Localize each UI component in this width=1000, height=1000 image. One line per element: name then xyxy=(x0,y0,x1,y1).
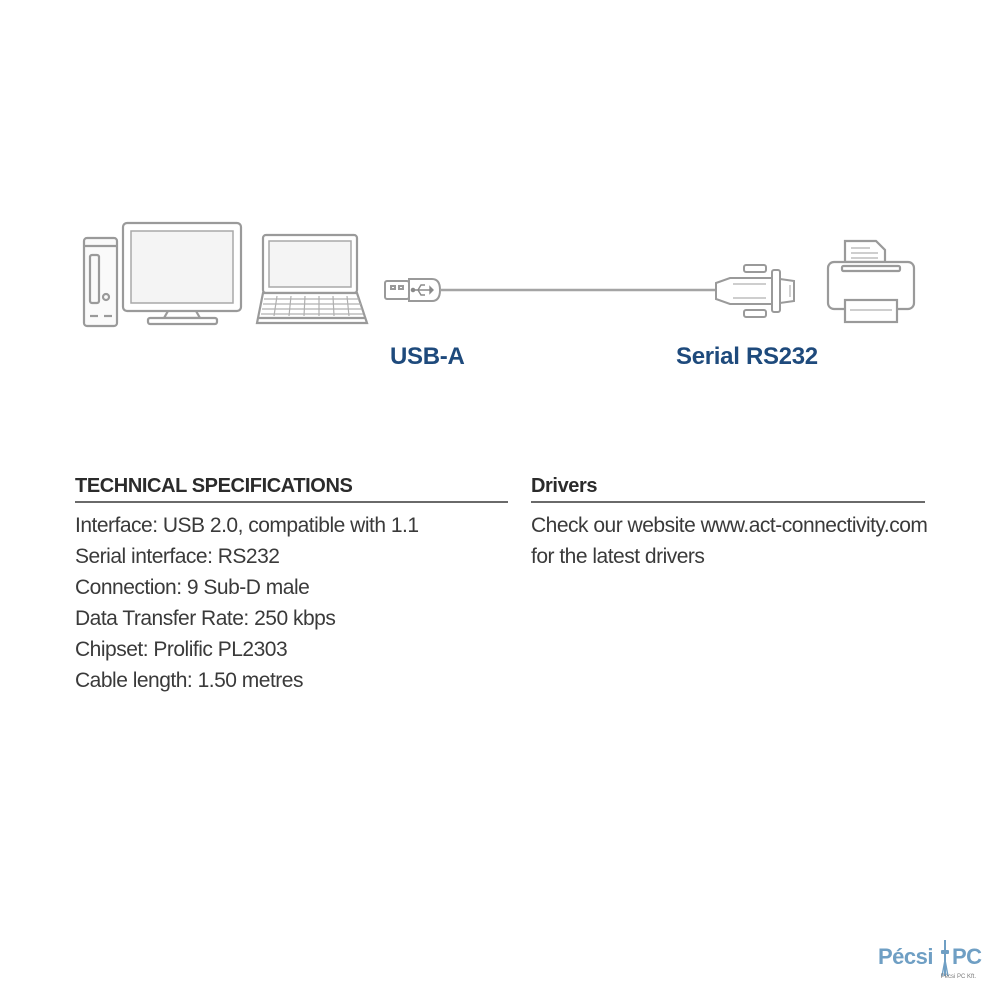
laptop-icon xyxy=(255,233,369,325)
spec-line: Data Transfer Rate: 250 kbps xyxy=(75,607,336,630)
drivers-line: Check our website www.act-connectivity.c… xyxy=(531,514,928,537)
connection-diagram: USB-A Serial RS232 xyxy=(0,0,1000,400)
tv-tower-icon xyxy=(941,940,949,976)
monitor-icon xyxy=(121,221,243,326)
db9-connector-icon xyxy=(715,264,795,318)
specs-heading: TECHNICAL SPECIFICATIONS xyxy=(75,473,508,503)
pecsi-pc-watermark-logo: Pécsi PC Pécsi PC Kft. xyxy=(878,940,982,988)
printer-icon xyxy=(826,239,916,324)
usb-a-label: USB-A xyxy=(390,343,465,370)
spec-line: Cable length: 1.50 metres xyxy=(75,669,303,692)
drivers-line: for the latest drivers xyxy=(531,545,705,568)
serial-rs232-label: Serial RS232 xyxy=(676,343,818,370)
specs-list: Interface: USB 2.0, compatible with 1.1 … xyxy=(75,510,508,696)
spec-line: Connection: 9 Sub-D male xyxy=(75,576,310,599)
spec-line: Chipset: Prolific PL2303 xyxy=(75,638,288,661)
spec-line: Serial interface: RS232 xyxy=(75,545,280,568)
drivers-heading: Drivers xyxy=(531,473,925,503)
usb-a-plug-icon xyxy=(384,278,442,302)
drivers-section: Drivers Check our website www.act-connec… xyxy=(531,473,928,572)
watermark-text-left: Pécsi xyxy=(878,944,934,969)
technical-specifications-section: TECHNICAL SPECIFICATIONS Interface: USB … xyxy=(75,473,508,696)
watermark-subtext: Pécsi PC Kft. xyxy=(940,974,976,980)
spec-line: Interface: USB 2.0, compatible with 1.1 xyxy=(75,514,419,537)
watermark-text-right: PC xyxy=(952,944,982,969)
drivers-list: Check our website www.act-connectivity.c… xyxy=(531,510,928,572)
desktop-tower-icon xyxy=(82,236,119,328)
